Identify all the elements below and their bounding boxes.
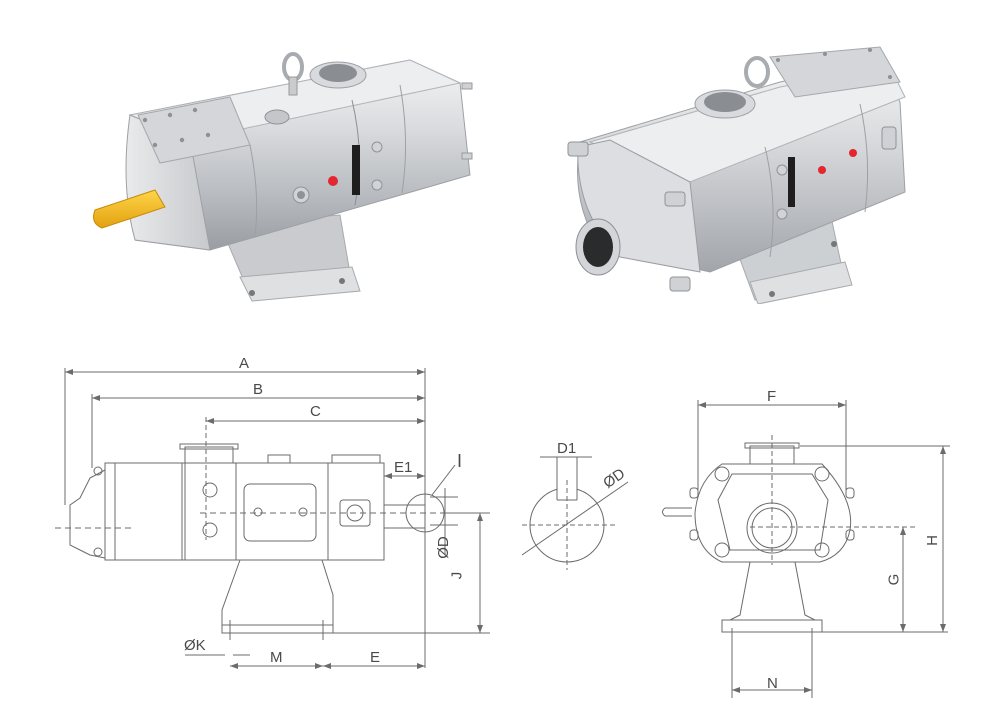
dim-label-od-side: ØD [434,536,452,559]
dim-label-ok: ØK [184,637,206,654]
dim-label-f: F [767,388,777,405]
dim-label-i: I [457,451,463,471]
dim-label-c: C [310,403,321,420]
dim-label-m: M [270,649,283,666]
front-view-drawing [662,400,950,698]
dim-label-d1: D1 [557,440,577,457]
dim-label-j: J [448,571,466,580]
dim-label-g: G [885,573,903,586]
dim-label-a: A [239,355,250,372]
dim-label-e1: E1 [394,459,413,476]
dim-label-b: B [253,381,264,398]
dim-label-n: N [767,675,778,692]
dim-label-h: H [923,535,941,546]
pump-photo-port-side [567,46,906,304]
shaft-detail-drawing [521,456,629,570]
pump-photo-drive-side [93,52,473,302]
dim-label-e: E [370,649,381,666]
